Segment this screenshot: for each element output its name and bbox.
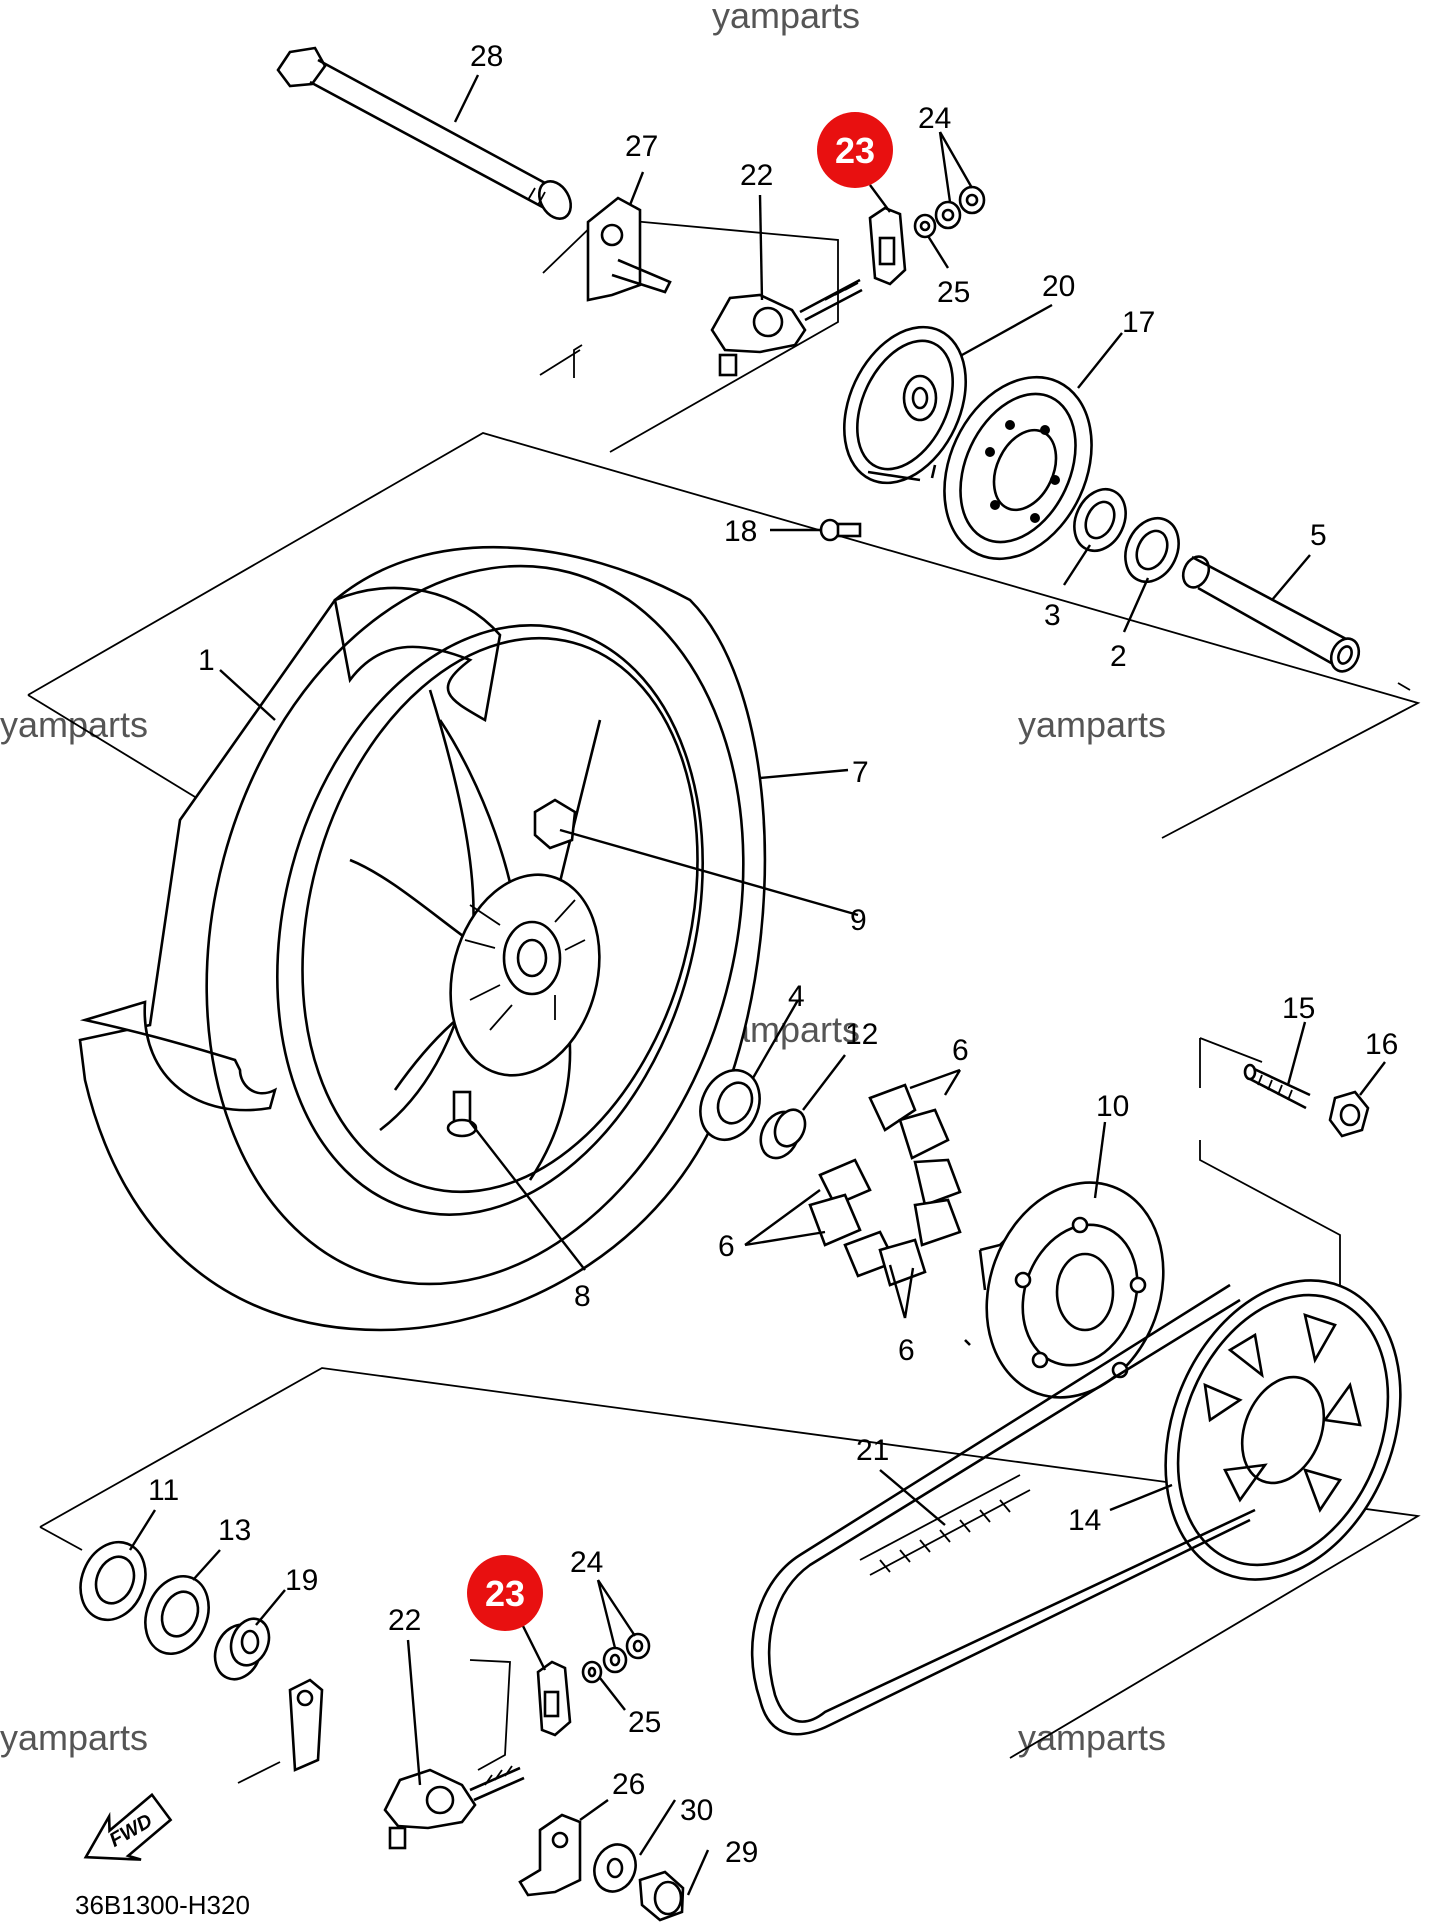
callout-30: 30 (680, 1794, 713, 1827)
callout-28: 28 (470, 40, 503, 73)
oil-seal-part-13[interactable] (134, 1567, 220, 1664)
washer-part-25-bottom[interactable] (581, 1660, 603, 1684)
callout-25-bottom: 25 (628, 1706, 661, 1739)
callout-27: 27 (625, 130, 658, 163)
bracket-part-23-top[interactable] (868, 206, 907, 286)
callout-3: 3 (1044, 599, 1061, 632)
axle-part-28[interactable] (276, 46, 577, 224)
assembly-frame-top (27, 432, 1421, 839)
sprocket-part-14[interactable] (1123, 1245, 1434, 1615)
adjuster-plate-part-27[interactable] (586, 196, 672, 302)
diagram-code: 36B1300-H320 (75, 1890, 250, 1920)
callout-20: 20 (1042, 270, 1075, 303)
callout-1: 1 (198, 644, 215, 677)
callout-labels: 28 27 22 24 25 20 17 18 3 2 5 1 7 9 8 4 … (148, 40, 1398, 1869)
bracket-part-22-top[interactable] (710, 278, 863, 377)
bolt-part-18[interactable] (819, 518, 862, 542)
callout-13: 13 (218, 1514, 251, 1547)
collar-part-19[interactable] (207, 1613, 276, 1686)
callout-21: 21 (856, 1434, 889, 1467)
adjuster-plate-bottom[interactable] (288, 1678, 324, 1772)
caliper-frame-top (539, 217, 839, 453)
watermark-left-upper: yamparts (0, 704, 148, 745)
callout-23-bottom: 23 (485, 1573, 525, 1614)
nut-part-24-bottom[interactable] (602, 1632, 651, 1674)
forward-arrow-icon: FWD (83, 1792, 173, 1861)
callout-7: 7 (852, 756, 869, 789)
callout-16: 16 (1365, 1028, 1398, 1061)
callout-25-top: 25 (937, 276, 970, 309)
callout-11: 11 (148, 1474, 179, 1507)
watermark-top: yamparts (712, 0, 860, 36)
callout-5: 5 (1310, 519, 1327, 552)
callout-22-bottom: 22 (388, 1604, 421, 1637)
nut-part-29[interactable] (638, 1870, 685, 1922)
callout-12: 12 (845, 1018, 878, 1051)
callout-6-top: 6 (952, 1034, 969, 1067)
spacer-part-5[interactable] (1178, 552, 1364, 675)
oil-seal-part-3[interactable] (1065, 481, 1136, 559)
bearing-part-4[interactable] (689, 1061, 770, 1150)
bearing-part-2[interactable] (1115, 510, 1188, 591)
callout-18: 18 (724, 515, 757, 548)
wheel-part-1[interactable] (78, 505, 821, 1345)
callout-9: 9 (850, 904, 867, 937)
watermark-right-upper: yamparts (1018, 704, 1166, 745)
nut-part-24-top[interactable] (934, 185, 986, 230)
callout-19: 19 (285, 1564, 318, 1597)
watermarks: yamparts yamparts yamparts yamparts yamp… (0, 0, 1166, 1758)
callout-6-bottom: 6 (898, 1334, 915, 1367)
nut-part-16[interactable] (1328, 1090, 1370, 1138)
assembly-frame-bottom (39, 1367, 1421, 1759)
callout-26: 26 (612, 1768, 645, 1801)
callout-17: 17 (1122, 306, 1155, 339)
callout-8: 8 (574, 1280, 591, 1313)
watermark-right-lower: yamparts (1018, 1717, 1166, 1758)
callout-24-top: 24 (918, 102, 951, 135)
callout-2: 2 (1110, 640, 1127, 673)
callout-22-top: 22 (740, 159, 773, 192)
callout-15: 15 (1282, 992, 1315, 1025)
callout-14: 14 (1068, 1504, 1101, 1537)
callout-6-left: 6 (718, 1230, 735, 1263)
watermark-left-lower: yamparts (0, 1717, 148, 1758)
callout-10: 10 (1096, 1090, 1129, 1123)
washer-part-30[interactable] (587, 1838, 642, 1897)
callout-29: 29 (725, 1836, 758, 1869)
highlight-badge-23-bottom[interactable]: 23 (467, 1555, 543, 1631)
valve-part-8[interactable] (446, 1090, 478, 1138)
callout-4: 4 (788, 980, 805, 1013)
stud-part-15[interactable] (1243, 1063, 1311, 1110)
highlight-badge-23-top[interactable]: 23 (817, 112, 893, 188)
washer-part-25-top[interactable] (913, 213, 937, 239)
callout-24-bottom: 24 (570, 1546, 603, 1579)
brake-plate-part-20[interactable] (820, 307, 989, 502)
carrier-part-10[interactable] (958, 1158, 1193, 1423)
caliper-frame-bottom (237, 1659, 511, 1784)
bearing-part-11[interactable] (69, 1532, 156, 1629)
callout-23-top: 23 (835, 130, 875, 171)
bracket-part-23-bottom[interactable] (536, 1660, 572, 1737)
hub-part-17[interactable] (916, 353, 1120, 583)
chain-part-21[interactable] (750, 1283, 1256, 1736)
damper-part-6[interactable] (808, 1083, 962, 1287)
collar-part-12[interactable] (754, 1105, 811, 1164)
bracket-part-22-bottom[interactable] (383, 1765, 525, 1850)
leader-lines (128, 74, 1386, 1896)
weight-part-9[interactable] (533, 798, 577, 850)
adjuster-plate-part-26[interactable] (518, 1813, 582, 1897)
